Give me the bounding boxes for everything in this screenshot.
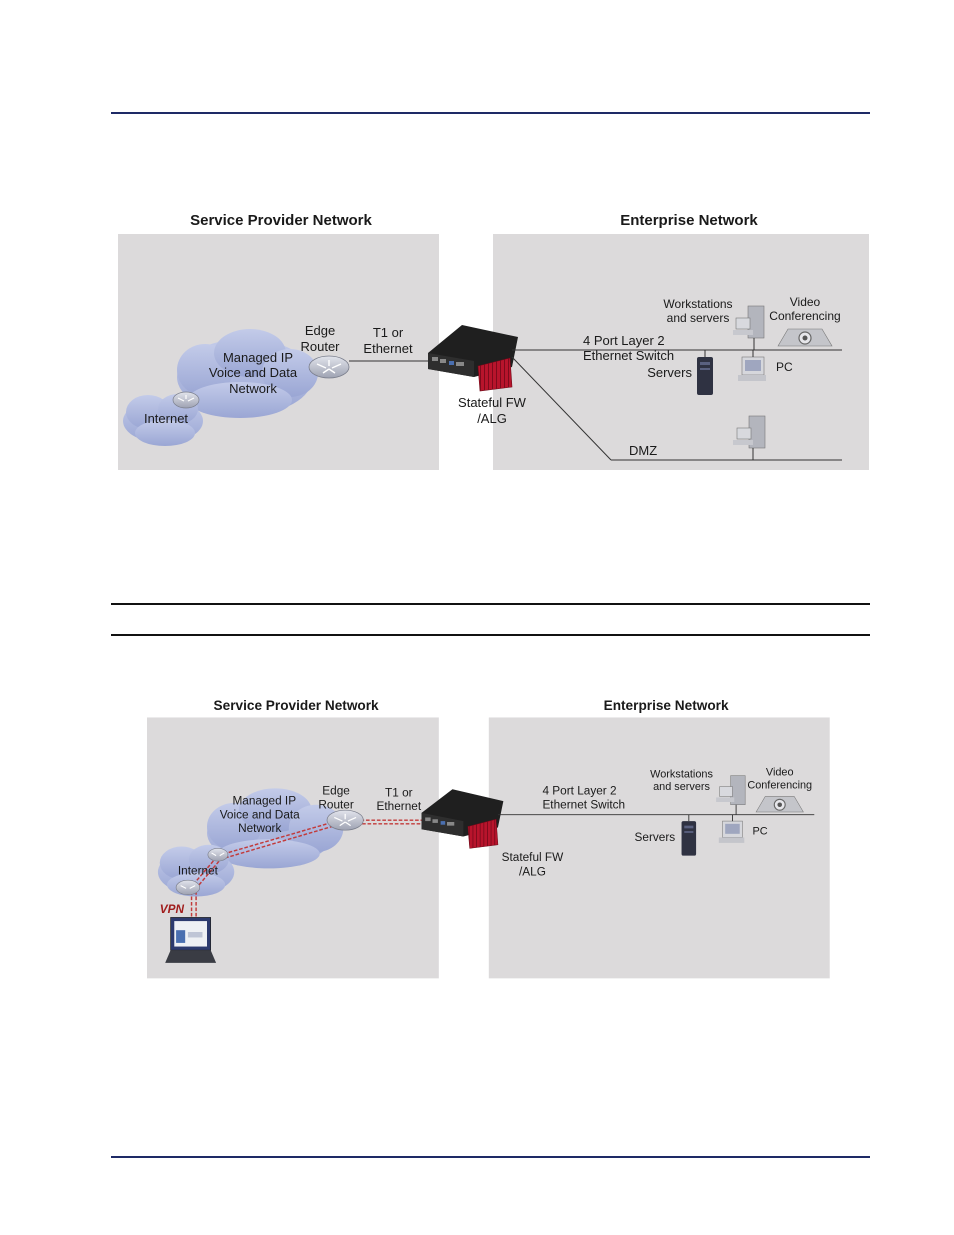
enterprise-title: Enterprise Network [620, 212, 758, 229]
internet-router-icon [172, 391, 200, 409]
managed-ip-cloud-icon [177, 329, 318, 418]
video-label-2: Conferencing [769, 309, 840, 323]
section-rule-top [111, 603, 870, 605]
workstations-label-2: and servers [653, 781, 710, 793]
link-label-1: T1 or [385, 786, 413, 800]
dmz-branch [511, 356, 612, 461]
workstation-icon [716, 775, 746, 805]
internet-cloud-icon [123, 394, 203, 446]
video-camera-icon [777, 328, 833, 347]
bottom-rule [111, 1156, 870, 1158]
switch-label-2: Ethernet Switch [542, 797, 625, 811]
pc-label: PC [776, 360, 793, 374]
managed-ip-label-2: Voice and Data [220, 807, 300, 821]
workstations-label-1: Workstations [663, 297, 732, 311]
workstations-label-2: and servers [667, 311, 730, 325]
edge-router-icon [308, 355, 350, 379]
firewall-label-2: /ALG [477, 411, 507, 426]
servers-label: Servers [647, 365, 692, 380]
edge-router-label-2: Router [318, 797, 353, 811]
dmz-label: DMZ [629, 443, 657, 458]
stateful-firewall-icon [467, 818, 499, 849]
top-rule [111, 112, 870, 114]
video-camera-icon [755, 796, 804, 813]
edge-router-label-1: Edge [305, 323, 335, 338]
network-diagram-firewall: Service Provider Network Enterprise Netw… [118, 212, 869, 470]
edge-router-icon [326, 809, 364, 831]
dmz-workstation-icon [733, 415, 766, 449]
switch-label-2: Ethernet Switch [583, 348, 674, 363]
enterprise-panel [493, 234, 869, 470]
managed-ip-label-3: Network [238, 821, 281, 835]
switch-label-1: 4 Port Layer 2 [583, 333, 665, 348]
managed-ip-label-1: Managed IP [223, 350, 293, 365]
stateful-firewall-icon [477, 357, 513, 392]
enterprise-title: Enterprise Network [604, 698, 729, 713]
internet-router-icon [175, 879, 201, 896]
video-label-1: Video [790, 295, 821, 309]
service-provider-title: Service Provider Network [214, 698, 380, 713]
service-provider-title: Service Provider Network [190, 212, 372, 229]
video-label-2: Conferencing [747, 779, 812, 791]
internet-cloud-icon [157, 844, 235, 897]
network-diagram-vpn: Service Provider Network Enterprise Netw… [147, 698, 830, 979]
workstation-icon [733, 305, 765, 339]
link-label-1: T1 or [373, 325, 404, 340]
server-icon [697, 357, 713, 395]
firewall-label-1: Stateful FW [502, 850, 564, 864]
pc-icon [718, 820, 745, 843]
managed-router-icon [207, 848, 229, 862]
managed-ip-label-3: Network [229, 381, 277, 396]
workstations-label-1: Workstations [650, 768, 713, 780]
link-label-2: Ethernet [377, 799, 422, 813]
firewall-label-1: Stateful FW [458, 395, 527, 410]
section-rule-bottom [111, 634, 870, 636]
remote-laptop-icon [165, 917, 217, 963]
switch-label-1: 4 Port Layer 2 [542, 784, 616, 798]
edge-router-label-2: Router [300, 339, 340, 354]
edge-router-label-1: Edge [322, 784, 350, 798]
managed-ip-label-2: Voice and Data [209, 365, 298, 380]
internet-label: Internet [144, 411, 188, 426]
server-icon [681, 821, 697, 856]
video-label-1: Video [766, 767, 794, 779]
firewall-label-2: /ALG [519, 865, 546, 879]
managed-ip-label-1: Managed IP [232, 794, 296, 808]
servers-label: Servers [635, 830, 676, 844]
link-label-2: Ethernet [363, 341, 413, 356]
pc-label: PC [752, 826, 767, 838]
enterprise-panel [488, 717, 830, 979]
pc-icon [738, 356, 766, 381]
vpn-label: VPN [160, 902, 185, 916]
internet-label: Internet [178, 864, 219, 878]
